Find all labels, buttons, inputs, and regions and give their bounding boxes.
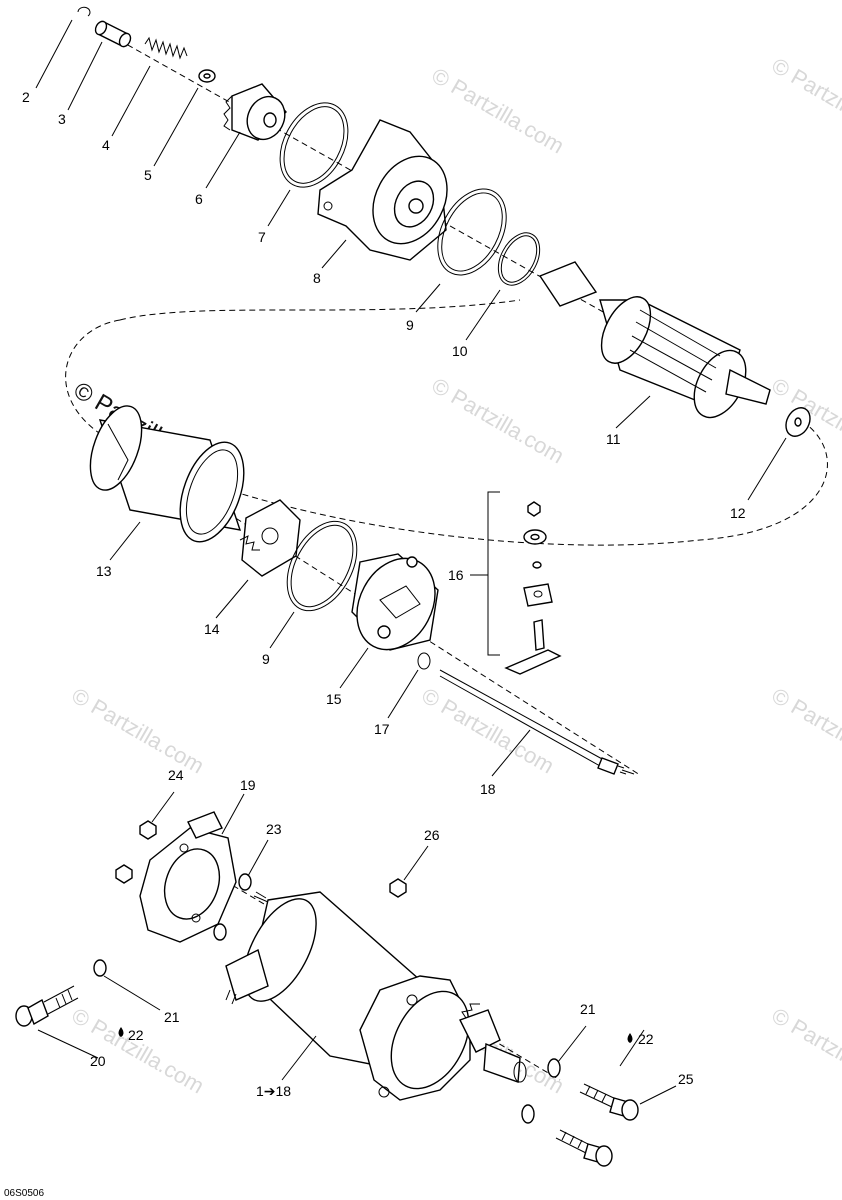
callout-16: 16 <box>448 567 464 583</box>
o-ring-part <box>279 102 349 188</box>
callout-9: 9 <box>406 317 414 333</box>
drive-clutch-part <box>223 83 287 141</box>
callout-10: 10 <box>452 343 468 359</box>
washer-part <box>198 69 216 83</box>
terminal-kit-group <box>470 491 562 675</box>
lubricant-drop-icon <box>118 1027 124 1037</box>
callout-23: 23 <box>266 821 282 837</box>
through-bolt-part <box>439 669 635 775</box>
washer-part <box>521 1104 535 1124</box>
support-bracket-part <box>139 811 237 943</box>
callout-labels: 2 3 4 5 6 7 8 9 10 11 12 13 14 9 15 16 1… <box>22 89 746 1099</box>
callout-20: 20 <box>90 1053 106 1069</box>
watermark-text: © Partzilla.com <box>768 683 842 779</box>
watermark-text: © Partzilla.com <box>768 53 842 149</box>
nut-part <box>389 878 407 898</box>
circlip-part <box>77 6 91 17</box>
callout-26: 26 <box>424 827 440 843</box>
lubricant-drop-icon <box>627 1033 633 1043</box>
callout-14: 14 <box>204 621 220 637</box>
callout-21: 21 <box>164 1009 180 1025</box>
callout-25: 25 <box>678 1071 694 1087</box>
brush-holder-part <box>239 499 301 577</box>
callout-9-lower: 9 <box>262 651 270 667</box>
washer-part <box>238 873 252 891</box>
o-ring-part <box>437 188 507 276</box>
drive-housing-part <box>317 119 448 261</box>
callout-5: 5 <box>144 167 152 183</box>
watermark-text: © Partzilla.com <box>428 373 569 469</box>
nut-part <box>139 820 157 840</box>
bolt-part <box>15 985 79 1027</box>
watermark-text: © Partzilla.com <box>68 1003 209 1099</box>
starter-motor-assembly <box>225 891 527 1101</box>
callout-12: 12 <box>730 505 746 521</box>
callout-8: 8 <box>313 270 321 286</box>
grouping-loop-top <box>119 299 521 321</box>
callout-18: 18 <box>480 781 496 797</box>
watermark-text: © Partzilla.com <box>768 1003 842 1099</box>
diagram-code: 06S0506 <box>4 1188 44 1199</box>
washer-part <box>213 923 227 941</box>
spring-part <box>144 36 188 60</box>
callout-7: 7 <box>258 229 266 245</box>
callout-22: 22 <box>128 1027 144 1043</box>
callout-2: 2 <box>22 89 30 105</box>
washer-part <box>547 1058 561 1078</box>
bolt-part <box>555 1129 613 1167</box>
callout-11: 11 <box>606 431 621 447</box>
callout-6: 6 <box>195 191 203 207</box>
callout-17: 17 <box>374 721 390 737</box>
washer-part <box>785 407 811 437</box>
o-ring-part <box>286 520 358 612</box>
small-o-ring-part <box>417 652 431 670</box>
bolt-part <box>579 1083 639 1121</box>
callout-22-right: 22 <box>638 1031 654 1047</box>
nut-part <box>115 864 133 884</box>
watermark-text: © Partzilla.com <box>428 63 569 159</box>
callout-21-right: 21 <box>580 1001 596 1017</box>
leader-lines <box>35 19 787 1105</box>
armature-part <box>538 261 771 419</box>
callout-13: 13 <box>96 563 112 579</box>
yoke-frame-part <box>89 405 245 543</box>
o-ring-small-part <box>497 232 541 286</box>
callout-19: 19 <box>240 777 256 793</box>
end-cover-part <box>351 553 439 651</box>
sleeve-part <box>94 20 132 48</box>
callout-1-to-18: 1➔18 <box>256 1083 291 1099</box>
washer-part <box>93 959 107 977</box>
callout-4: 4 <box>102 137 110 153</box>
watermark-text: © Partzilla.com <box>68 683 209 779</box>
callout-24: 24 <box>168 767 184 783</box>
callout-3: 3 <box>58 111 66 127</box>
callout-15: 15 <box>326 691 342 707</box>
